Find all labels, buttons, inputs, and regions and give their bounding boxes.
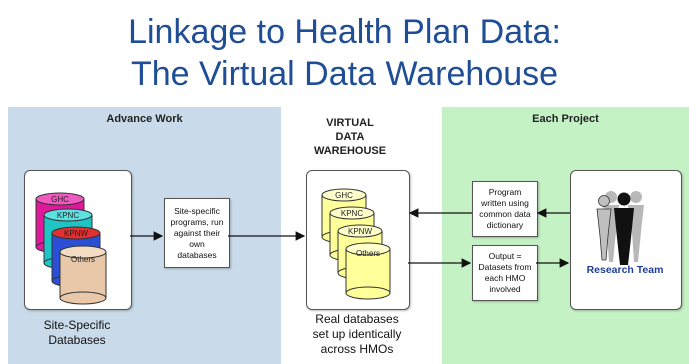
vdw-label-kpnw: KPNW bbox=[348, 227, 372, 236]
caption-line: Real databases bbox=[315, 312, 399, 326]
vdw-header-line2: DATA bbox=[335, 131, 365, 143]
vdw-label-others: Others bbox=[356, 249, 380, 258]
page-title-line2: The Virtual Data Warehouse bbox=[130, 55, 559, 93]
output-box-line: each HMO bbox=[484, 273, 526, 283]
site-programs-line: own bbox=[189, 238, 205, 249]
site-programs-line: databases bbox=[177, 249, 217, 260]
vdw-header-line3: WAREHOUSE bbox=[313, 145, 387, 157]
program-box-line: dictionary bbox=[486, 220, 524, 230]
vdw-caption: Real databases set up identically across… bbox=[296, 312, 418, 357]
vdw-label-kpnc: KPNC bbox=[341, 209, 363, 218]
left-label-kpnw: KPNW bbox=[64, 229, 88, 238]
output-box-line: Datasets from bbox=[478, 262, 532, 272]
cylinder-others bbox=[59, 245, 107, 305]
program-dictionary-box: Program written using common data dictio… bbox=[472, 181, 538, 237]
vdw-header: VIRTUAL DATA WAREHOUSE bbox=[300, 116, 400, 158]
each-project-header: Each Project bbox=[532, 113, 599, 125]
site-programs-box: Site-specific programs, run against thei… bbox=[164, 198, 230, 268]
site-databases-caption: Site-Specific Databases bbox=[24, 318, 130, 348]
site-programs-line: against their bbox=[173, 227, 221, 238]
left-label-ghc: GHC bbox=[51, 195, 69, 204]
vdw-header-line1: VIRTUAL bbox=[326, 117, 374, 129]
program-box-line: common data bbox=[479, 209, 531, 219]
output-box-line: involved bbox=[489, 284, 521, 294]
program-box-line: written using bbox=[481, 198, 529, 208]
vdw-label-ghc: GHC bbox=[335, 191, 353, 200]
advance-work-header: Advance Work bbox=[106, 113, 183, 125]
page-title-line1: Linkage to Health Plan Data: bbox=[128, 13, 561, 51]
site-database-cylinders: GHC KPNC KPNW Others bbox=[35, 192, 107, 305]
output-box-line: Output = bbox=[488, 251, 522, 261]
caption-line: Databases bbox=[48, 333, 106, 347]
caption-line: set up identically bbox=[312, 327, 402, 341]
site-programs-line: Site-specific bbox=[174, 205, 220, 216]
research-team-icon bbox=[596, 191, 644, 265]
site-programs-line: programs, run bbox=[170, 216, 224, 227]
output-datasets-box: Output = Datasets from each HMO involved bbox=[472, 245, 538, 301]
caption-line: Site-Specific bbox=[43, 318, 111, 332]
program-box-line: Program bbox=[488, 187, 522, 197]
vdw-cylinder-others bbox=[345, 242, 391, 300]
vdw-database-cylinders: GHC KPNC KPNW Others bbox=[321, 188, 391, 300]
left-label-others: Others bbox=[71, 255, 95, 264]
research-team-label: Research Team bbox=[587, 264, 664, 276]
left-label-kpnc: KPNC bbox=[57, 211, 79, 220]
caption-line: across HMOs bbox=[320, 342, 394, 356]
